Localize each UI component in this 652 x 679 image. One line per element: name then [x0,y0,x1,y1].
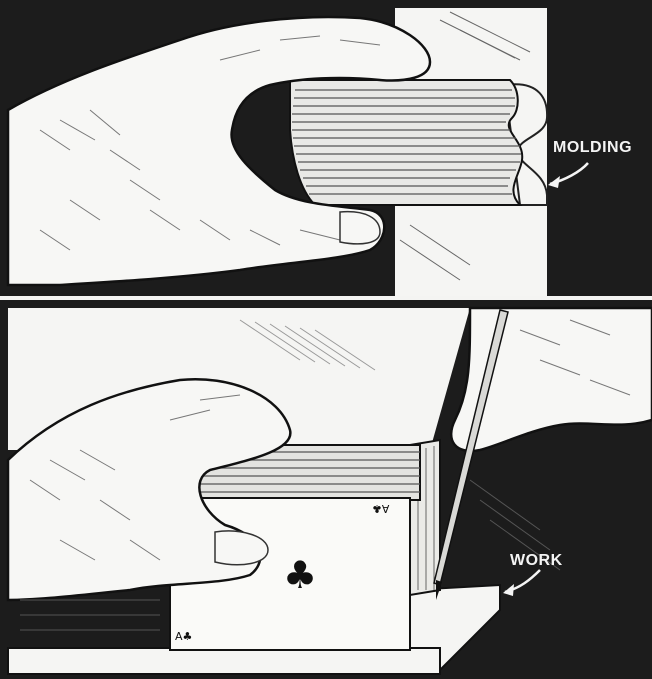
molding-label: MOLDING [553,139,632,157]
work-label: WORK [510,552,563,570]
card-corner-index-top: A♣ [372,502,389,515]
card-stack-top [290,80,522,205]
club-suit-symbol: ♣ [283,553,317,597]
card-corner-index-bottom: A♣ [175,630,192,643]
bottom-panel-drawing [0,300,652,679]
panel-scribing-contour-on-work: ♣ A♣ A♣ [0,300,652,679]
